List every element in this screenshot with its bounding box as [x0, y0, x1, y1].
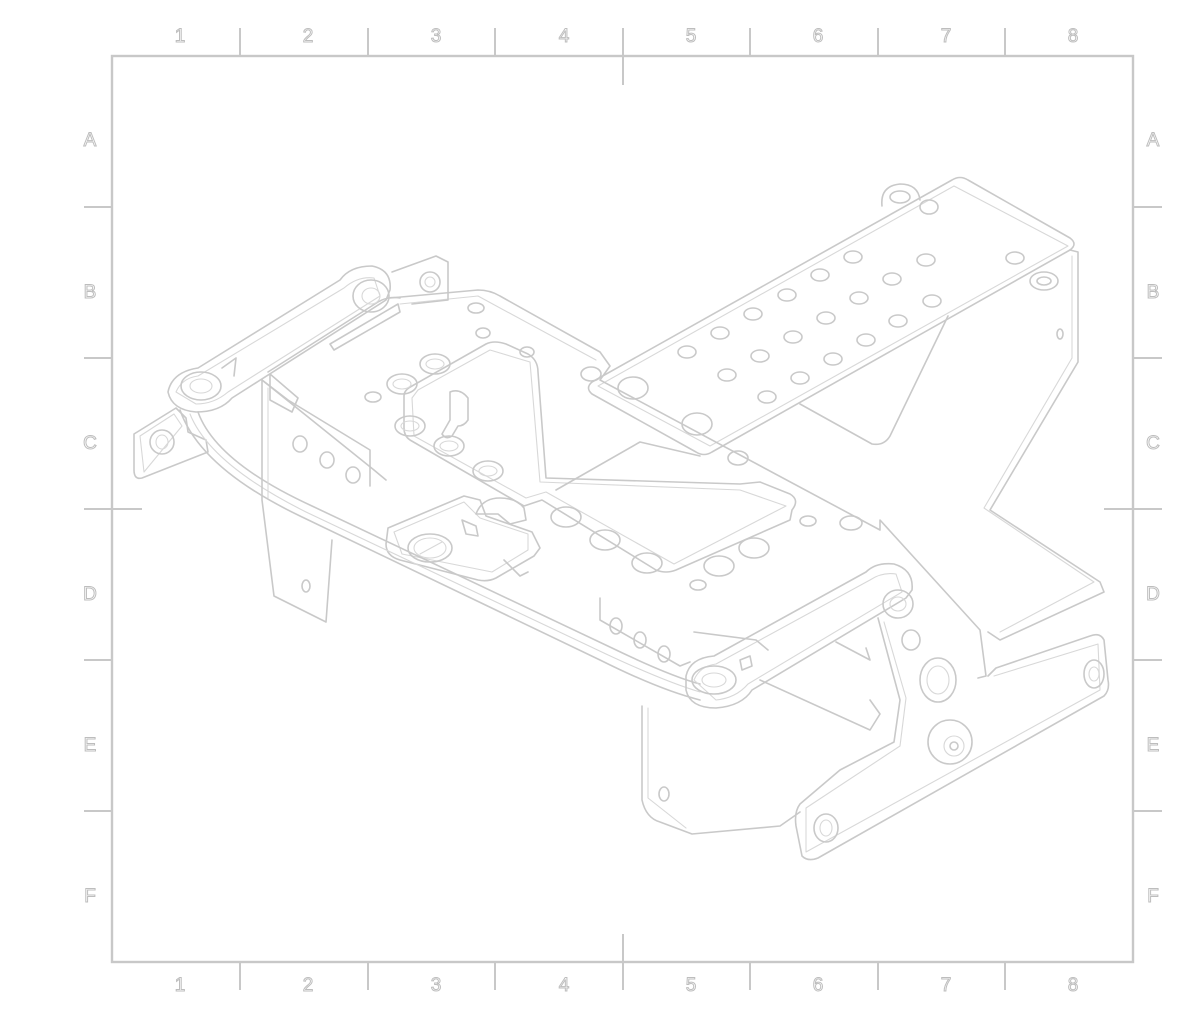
main-base-plate	[261, 289, 987, 679]
top-column-labels: 1 2 3 4 5 6 7 8	[174, 26, 1079, 48]
row-label-c-right: C	[1146, 433, 1160, 454]
long-tie-rail	[179, 373, 701, 701]
row-label-a-right: A	[1147, 130, 1160, 151]
col-label-3-bottom: 3	[431, 975, 442, 996]
col-label-1-top: 1	[175, 26, 186, 47]
center-clamp-bracket	[385, 495, 541, 582]
bracket-assembly-illustration	[133, 176, 1110, 861]
col-label-6-bottom: 6	[813, 975, 824, 996]
right-zone-ticks	[1104, 206, 1162, 812]
col-label-6-top: 6	[813, 26, 824, 47]
col-label-3-top: 3	[431, 26, 442, 47]
drawing-border	[110, 54, 1135, 964]
bottom-zone-ticks	[239, 934, 1006, 990]
row-label-f-left: F	[84, 886, 96, 907]
col-label-8-bottom: 8	[1068, 975, 1079, 996]
left-lever-arm	[133, 255, 449, 480]
right-lever-arm	[685, 562, 914, 709]
row-label-d-right: D	[1146, 584, 1160, 605]
col-label-7-bottom: 7	[941, 975, 952, 996]
left-zone-ticks	[84, 206, 142, 812]
row-label-e-right: E	[1147, 735, 1160, 756]
row-label-a-left: A	[84, 130, 97, 151]
col-label-5-top: 5	[686, 26, 697, 47]
row-label-c-left: C	[83, 433, 97, 454]
top-zone-ticks	[239, 28, 1006, 85]
left-row-labels: A B C D E F	[83, 130, 98, 908]
row-label-b-right: B	[1147, 282, 1160, 303]
col-label-4-top: 4	[559, 26, 570, 47]
col-label-5-bottom: 5	[686, 975, 697, 996]
bottom-column-labels: 1 2 3 4 5 6 7 8	[174, 975, 1079, 997]
row-label-d-left: D	[83, 584, 97, 605]
row-label-e-left: E	[84, 735, 97, 756]
col-label-7-top: 7	[941, 26, 952, 47]
row-label-b-left: B	[84, 282, 97, 303]
col-label-4-bottom: 4	[559, 975, 570, 996]
row-label-f-right: F	[1147, 886, 1159, 907]
col-label-1-bottom: 1	[175, 975, 186, 996]
col-label-8-top: 8	[1068, 26, 1079, 47]
col-label-2-top: 2	[303, 26, 314, 47]
col-label-2-bottom: 2	[303, 975, 314, 996]
upper-perforated-plate	[587, 176, 1105, 641]
lower-right-mount-bracket	[599, 597, 1110, 861]
right-row-labels: A B C D E F	[1146, 130, 1161, 908]
